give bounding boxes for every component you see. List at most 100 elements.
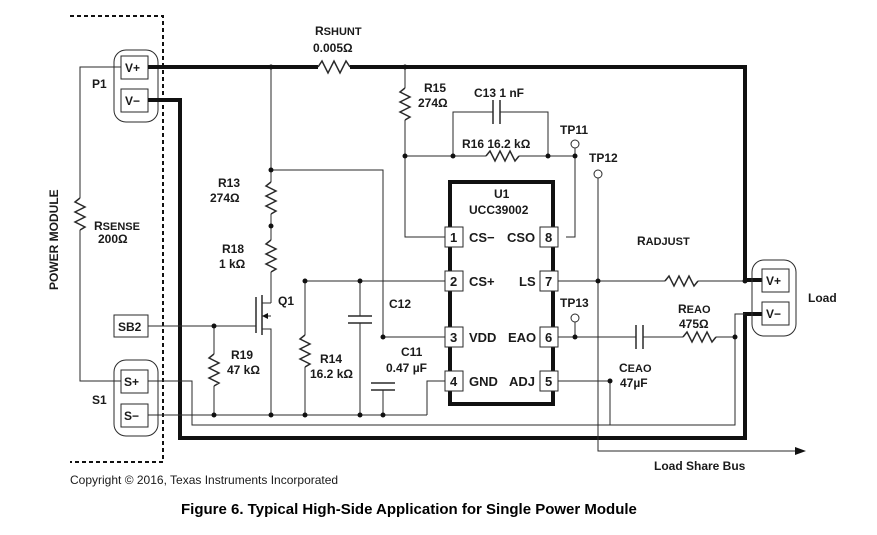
figure-caption: Figure 6. Typical High-Side Application … xyxy=(181,501,637,518)
pin7-name: LS xyxy=(519,274,536,289)
r19-resistor xyxy=(207,353,221,387)
r-eao-value: 475Ω xyxy=(679,317,709,331)
r19-label: R19 xyxy=(231,348,253,362)
pin5-number: 5 xyxy=(545,374,552,389)
gnd-pin-wire xyxy=(426,380,445,415)
r18-resistor xyxy=(264,239,278,273)
tp13-label: TP13 xyxy=(560,296,589,310)
vdd-feed-wire xyxy=(271,169,445,338)
c13-left-wire xyxy=(452,111,493,156)
p1-connector xyxy=(113,49,159,123)
power-positive-rail-2 xyxy=(350,65,762,282)
c-eao-label: CEAO xyxy=(619,361,652,375)
r-eao-label: REAO xyxy=(678,302,711,316)
load-share-bus-arrow xyxy=(795,447,806,455)
pin1-name: CS− xyxy=(469,230,495,245)
r13-resistor xyxy=(264,181,278,215)
r16-right-wire xyxy=(519,155,576,238)
u1-package xyxy=(448,180,555,406)
sb2-label: SB2 xyxy=(118,320,142,334)
c-eao-value: 47µF xyxy=(620,376,648,390)
u1-part-number: UCC39002 xyxy=(469,203,529,217)
s-plus-sense-wire xyxy=(148,313,745,426)
tp12-label: TP12 xyxy=(589,151,618,165)
pin6-number: 6 xyxy=(545,330,552,345)
r13-value: 274Ω xyxy=(210,191,240,205)
pin8-name: CSO xyxy=(507,230,535,245)
q1-label: Q1 xyxy=(278,294,294,308)
pin1-box xyxy=(444,226,464,248)
copyright-text: Copyright © 2016, Texas Instruments Inco… xyxy=(70,473,338,487)
pin8-number: 8 xyxy=(545,230,552,245)
load-v-minus-label: V− xyxy=(766,307,781,321)
c13-right-wire xyxy=(500,111,549,156)
power-return-rail xyxy=(148,98,762,440)
r-adjust-resistor xyxy=(664,274,699,288)
pin4-number: 4 xyxy=(450,374,458,389)
load-connector xyxy=(751,259,797,337)
c12-label: C12 xyxy=(389,297,411,311)
p1-v-minus-label: V− xyxy=(125,94,140,108)
r-sense-label: RSENSE xyxy=(94,219,140,233)
c13-label: C13 1 nF xyxy=(474,86,524,100)
s1-connector xyxy=(113,359,159,437)
tp11-label: TP11 xyxy=(560,123,588,137)
r-shunt-resistor xyxy=(317,59,351,75)
c11-label: C11 xyxy=(401,345,423,359)
q1-body-arrow xyxy=(262,313,268,319)
r14-label: R14 xyxy=(320,352,342,366)
tp11-testpoint xyxy=(570,139,580,149)
q1-source-lead xyxy=(262,328,272,415)
pin8-box xyxy=(539,226,559,248)
power-module-outline xyxy=(70,15,164,463)
p1-label: P1 xyxy=(92,77,107,91)
r18-label: R18 xyxy=(222,242,244,256)
junction-dots xyxy=(211,64,748,418)
r18-value: 1 kΩ xyxy=(219,257,246,271)
load-v-plus-label: V+ xyxy=(766,274,781,288)
s1-label: S1 xyxy=(92,393,107,407)
pin1-number: 1 xyxy=(450,230,457,245)
load-v-minus-terminal xyxy=(761,301,790,326)
r19-value: 47 kΩ xyxy=(227,363,260,377)
r-sense-resistor xyxy=(73,197,87,231)
pin7-number: 7 xyxy=(545,274,552,289)
r-shunt-label: RSHUNT xyxy=(315,24,362,38)
r15-value: 274Ω xyxy=(418,96,448,110)
r14-resistor xyxy=(298,334,312,368)
tp13-testpoint xyxy=(570,313,580,323)
pin2-number: 2 xyxy=(450,274,457,289)
r15-to-cs-minus-wire xyxy=(404,120,445,238)
pin3-number: 3 xyxy=(450,330,457,345)
pin5-name: ADJ xyxy=(509,374,535,389)
power-module-label: POWER MODULE xyxy=(47,189,61,290)
c11-value: 0.47 µF xyxy=(386,361,427,375)
r-sense-value: 200Ω xyxy=(98,232,128,246)
tp12-testpoint xyxy=(593,169,603,179)
u1-label: U1 xyxy=(494,187,510,201)
load-share-bus-label: Load Share Bus xyxy=(654,459,746,473)
s1-s-plus-label: S+ xyxy=(124,375,139,389)
r-shunt-value: 0.005Ω xyxy=(313,41,353,55)
r-sense-wire-lower xyxy=(79,230,121,382)
load-v-plus-terminal xyxy=(761,268,790,293)
p1-v-plus-label: V+ xyxy=(125,61,140,75)
r16-resistor xyxy=(485,149,520,163)
r15-label: R15 xyxy=(424,81,446,95)
r-sense-wire xyxy=(79,66,121,198)
load-share-bus-wire xyxy=(597,178,797,452)
r16-label: R16 16.2 kΩ xyxy=(462,137,531,151)
load-label: Load xyxy=(808,291,837,305)
r14-value: 16.2 kΩ xyxy=(310,367,353,381)
r-adjust-label: RADJUST xyxy=(637,234,690,248)
r13-label: R13 xyxy=(218,176,240,190)
pin2-name: CS+ xyxy=(469,274,495,289)
r-eao-resistor xyxy=(682,330,717,344)
s1-s-minus-label: S− xyxy=(124,409,139,423)
pin6-name: EAO xyxy=(508,330,536,345)
pin3-name: VDD xyxy=(469,330,496,345)
adj-wire xyxy=(558,380,611,425)
pin4-name: GND xyxy=(469,374,498,389)
r15-resistor xyxy=(398,87,412,121)
